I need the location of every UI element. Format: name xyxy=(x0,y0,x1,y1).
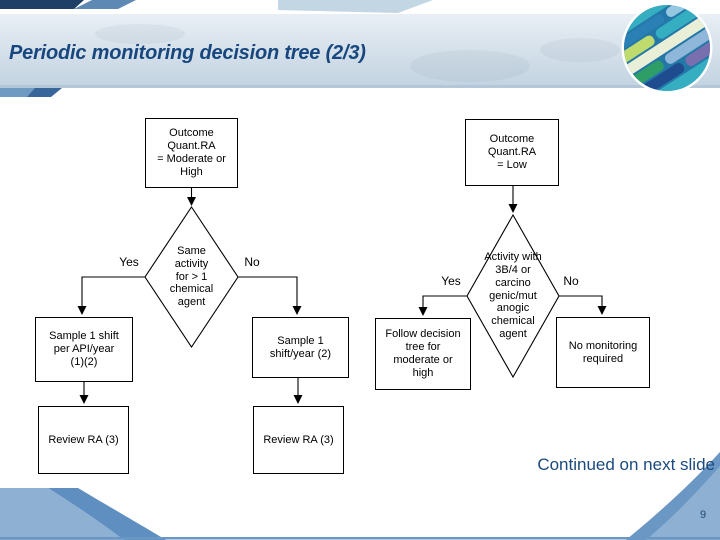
page-title: Periodic monitoring decision tree (2/3) xyxy=(9,42,366,64)
world-map-watermark xyxy=(95,24,620,82)
header-band-edge xyxy=(0,85,720,88)
node-no-monitoring: No monitoring required xyxy=(556,317,650,388)
bottom-left-wave-light xyxy=(0,488,124,540)
subheader-accent-dark xyxy=(27,88,62,97)
node-review-ra-right: Review RA (3) xyxy=(253,406,344,474)
node-outcome-low: Outcome Quant.RA = Low xyxy=(465,119,559,186)
node-decision-carcinogenic: Activity with 3B/4 or carcino genic/mut … xyxy=(484,251,542,340)
connector-left-no xyxy=(238,276,302,315)
connector-right-no xyxy=(559,295,607,315)
node-outcome-moderate-high: Outcome Quant.RA = Moderate or High xyxy=(145,118,238,188)
node-sample-per-year: Sample 1 shift/year (2) xyxy=(252,317,349,378)
node-review-ra-left: Review RA (3) xyxy=(38,406,129,474)
connector-right-yes xyxy=(418,295,467,316)
page-number: 9 xyxy=(700,509,707,521)
left-no-label: No xyxy=(244,255,260,269)
header-band xyxy=(0,14,720,88)
globe-logo-icon xyxy=(621,2,713,94)
node-sample-per-api: Sample 1 shift per API/year (1)(2) xyxy=(35,317,133,382)
accent-steel-parallelogram xyxy=(74,0,136,9)
accent-light-parallelogram xyxy=(278,0,433,13)
right-no-label: No xyxy=(563,274,579,288)
accent-dark-parallelogram xyxy=(0,0,84,9)
node-follow-decision-tree: Follow decision tree for moderate or hig… xyxy=(375,318,471,390)
continued-note: Continued on next slide xyxy=(537,455,715,474)
connector-left-yes xyxy=(77,276,145,315)
right-decision-diamond xyxy=(466,213,560,379)
left-decision-diamond xyxy=(144,206,239,348)
node-decision-same-activity: Same activity for > 1 chemical agent xyxy=(169,245,214,309)
bottom-left-wave-dark xyxy=(48,488,166,540)
left-yes-label: Yes xyxy=(119,255,139,269)
bottom-right-wave-light xyxy=(626,452,720,540)
right-yes-label: Yes xyxy=(441,274,461,288)
bottom-edge-line xyxy=(0,537,720,540)
